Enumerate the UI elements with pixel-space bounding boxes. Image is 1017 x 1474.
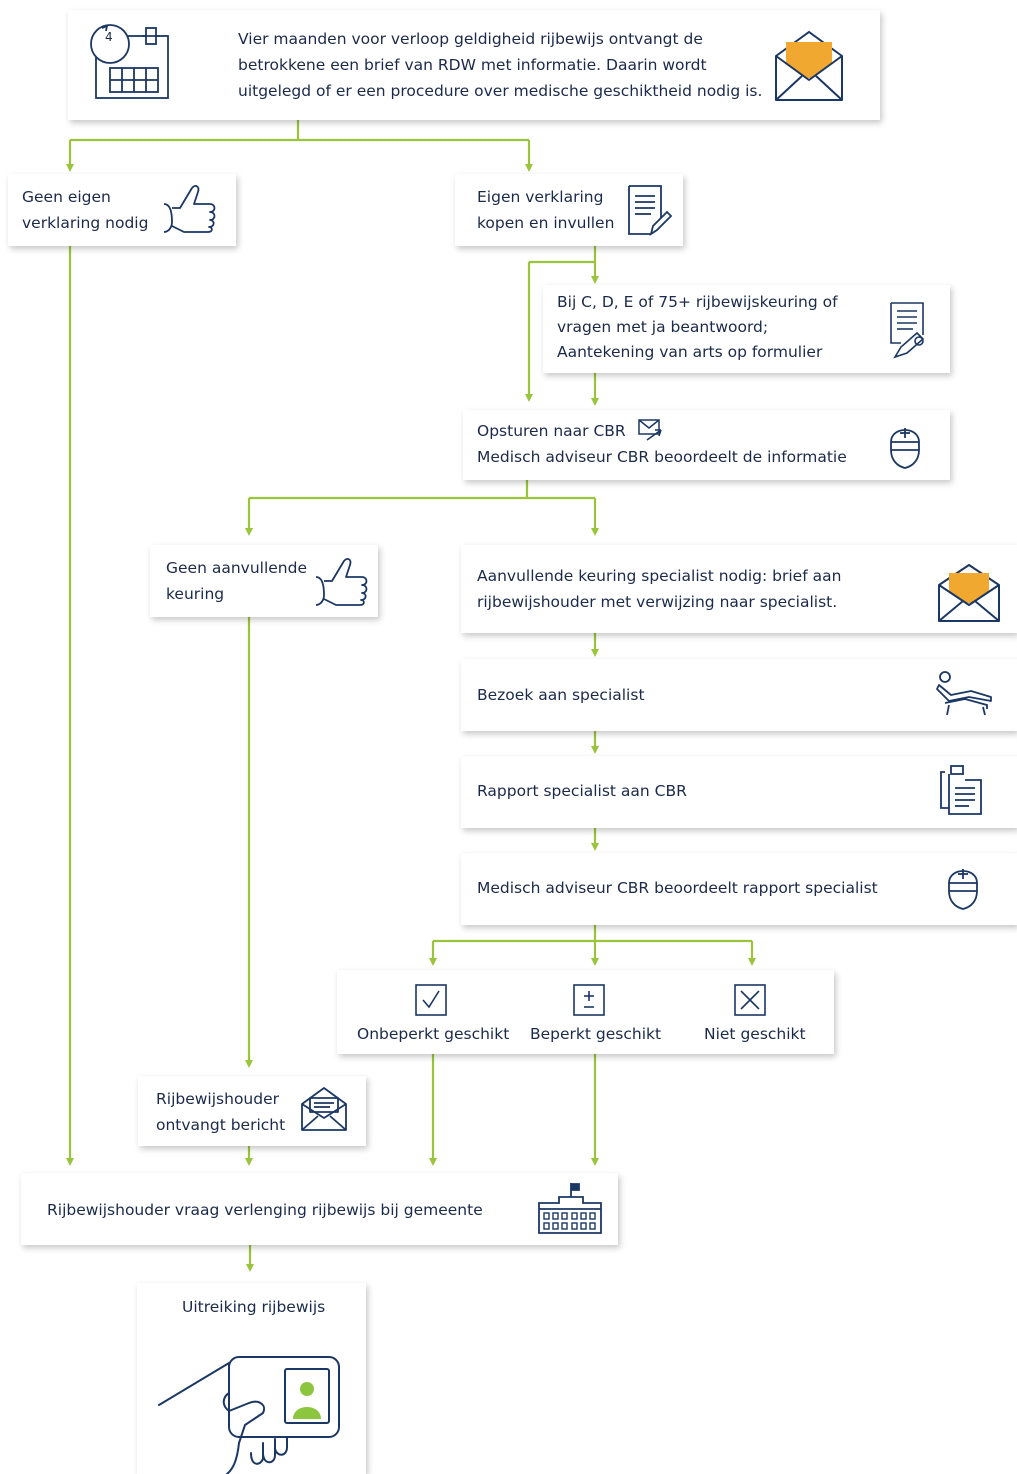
send-cbr-line-1: Opsturen naar CBR [477,422,626,440]
no-statement-node: Geen eigen verklaring nodig [8,174,236,246]
report-node: Rapport specialist aan CBR [461,756,1017,828]
visit-text: Bezoek aan specialist [477,686,645,704]
issue-text: Uitreiking rijbewijs [182,1298,326,1316]
arrowhead [591,649,599,657]
no-extra-exam-node: Geen aanvullende keuring [150,545,378,617]
connector-lines [68,120,754,1266]
extra-exam-line-1: Aanvullende keuring specialist nodig: br… [477,567,842,585]
doctor-note-line-2: vragen met ja beantwoord; [557,318,769,336]
patient-chair-icon [936,671,992,716]
thumbs-up-icon [315,558,368,606]
send-cbr-line-2: Medisch adviseur CBR beoordeelt de infor… [477,448,847,466]
cross-box-icon [734,984,766,1016]
send-cbr-node: Opsturen naar CBR Medisch adviseur CBR b… [463,410,950,480]
connector-arrowheads [66,164,756,1272]
buy-statement-line-2: kopen en invullen [477,214,615,232]
doctor-note-node: Bij C, D, E of 75+ rijbewijskeuring of v… [543,285,950,373]
outcome-label-unfit: Niet geschikt [704,1025,806,1043]
arrowhead [246,1264,254,1272]
extra-exam-node: Aanvullende keuring specialist nodig: br… [461,545,1017,633]
arrowhead [591,398,599,406]
visit-specialist-node: Bezoek aan specialist [461,659,1017,731]
arrowhead [66,1158,74,1166]
buy-statement-node: Eigen verklaring kopen en invullen [455,174,683,246]
form-edit-icon [628,185,673,237]
calendar-icon [90,24,169,99]
issue-license-node: Uitreiking rijbewijs [137,1283,366,1474]
arrowhead [245,528,253,536]
town-hall-icon [538,1183,602,1234]
calendar-number: 4 [105,30,113,44]
message-line-1: Rijbewijshouder [156,1090,280,1108]
no-statement-line-1: Geen eigen [22,188,111,206]
open-envelope-icon [301,1087,347,1131]
check-box-icon [415,984,447,1016]
renewal-text: Rijbewijshouder vraag verlenging rijbewi… [47,1201,483,1219]
doctor-icon [948,869,978,910]
arrowhead [245,1060,253,1068]
arrowhead [591,843,599,851]
arrowhead [66,164,74,172]
clipboard-icon [940,765,982,815]
arrowhead [429,958,437,966]
thumbs-up-icon [163,185,216,233]
assess-report-node: Medisch adviseur CBR beoordeelt rapport … [461,853,1017,925]
renewal-node: Rijbewijshouder vraag verlenging rijbewi… [21,1173,618,1245]
outcome-label-unrestricted: Onbeperkt geschikt [357,1025,510,1043]
report-text: Rapport specialist aan CBR [477,782,687,800]
extra-exam-line-2: rijbewijshouder met verwijzing naar spec… [477,593,838,611]
letter-line-2: betrokkene een brief van RDW met informa… [238,56,707,74]
send-mail-icon [638,419,662,441]
arrowhead [591,746,599,754]
arrowhead [591,276,599,284]
message-node: Rijbewijshouder ontvangt bericht [138,1076,366,1146]
arrowhead [591,958,599,966]
letter-line-1: Vier maanden voor verloop geldigheid rij… [238,30,703,48]
assess-text: Medisch adviseur CBR beoordeelt rapport … [477,879,878,897]
plus-minus-box-icon [573,984,605,1016]
outcomes-node: Onbeperkt geschikt Beperkt geschikt Niet… [337,970,834,1054]
doctor-note-line-1: Bij C, D, E of 75+ rijbewijskeuring of [557,293,838,311]
hand-license-icon [158,1356,340,1474]
signed-form-icon [890,302,925,359]
message-line-2: ontvangt bericht [156,1116,286,1134]
rdw-letter-node: 4 Vier maanden voor verloop geldigheid r… [68,10,880,120]
arrowhead [525,164,533,172]
envelope-icon [775,30,843,101]
no-extra-line-1: Geen aanvullende [166,559,307,577]
no-extra-line-2: keuring [166,585,225,603]
envelope-icon [938,563,1000,622]
arrowhead [525,394,533,402]
no-statement-line-2: verklaring nodig [22,214,149,232]
letter-line-3: uitgelegd of er een procedure over medis… [238,82,763,100]
outcome-label-restricted: Beperkt geschikt [530,1025,662,1043]
arrowhead [591,528,599,536]
arrowhead [748,958,756,966]
arrowhead [591,1158,599,1166]
buy-statement-line-1: Eigen verklaring [477,188,604,206]
doctor-icon [890,428,920,469]
doctor-note-line-3: Aantekening van arts op formulier [557,343,823,361]
arrowhead [429,1158,437,1166]
arrowhead [245,1158,253,1166]
